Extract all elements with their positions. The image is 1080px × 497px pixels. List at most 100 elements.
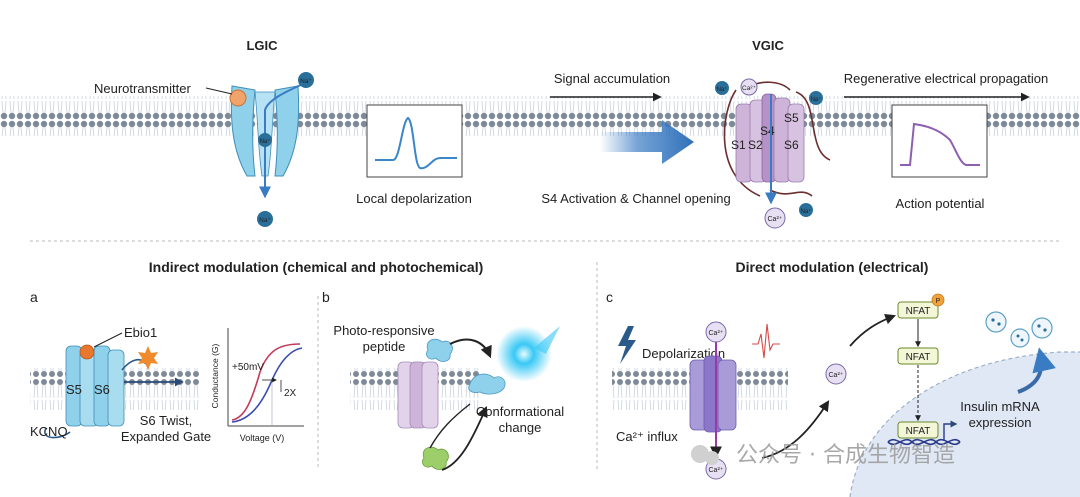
na-ion-vgic-right: Na⁺ (809, 91, 823, 105)
panel-c-letter: c (606, 289, 613, 305)
nfat-phosphorylated: NFAT (897, 301, 939, 319)
neurotransmitter-ligand (229, 89, 247, 107)
svg-text:Na⁺: Na⁺ (811, 96, 822, 103)
watermark: 公众号 · 合成生物智造 (691, 443, 955, 468)
action-potential-trace (900, 122, 980, 166)
dna-helix-icon (887, 438, 961, 446)
svg-text:Ca²⁺: Ca²⁺ (709, 330, 724, 337)
na-ion-vgic-bottom: Na⁺ (799, 203, 813, 217)
segment-s4: S4 (760, 124, 775, 138)
regenerative-label: Regenerative electrical propagation (844, 71, 1049, 86)
indirect-modulation-title: Indirect modulation (chemical and photoc… (149, 259, 484, 275)
peptide-to-light-arrow (449, 338, 492, 359)
kcnq-label: KCNQ (30, 424, 68, 439)
svg-text:Na⁺: Na⁺ (300, 78, 312, 85)
ebio1-label: Ebio1 (124, 325, 157, 340)
svg-text:Na⁺: Na⁺ (259, 217, 271, 224)
conformational-label-line1: Conformational (476, 404, 564, 419)
secretion-arrow (1017, 347, 1056, 394)
nucleus-border (849, 351, 1080, 497)
nfat-nuclear: NFAT (897, 421, 939, 439)
svg-text:Na⁺: Na⁺ (260, 138, 271, 145)
lgic-channel (230, 85, 300, 177)
changed-peptide (468, 373, 506, 395)
shift-label: +50mV (232, 362, 264, 373)
vgic-channel (723, 81, 831, 197)
ligand-blob (422, 446, 449, 470)
insulin-label-line2: expression (969, 415, 1032, 430)
lightning-icon (618, 326, 636, 364)
svg-text:Na⁺: Na⁺ (801, 208, 812, 215)
s4-activation-label: S4 Activation & Channel opening (541, 191, 730, 206)
light-glow (496, 326, 552, 382)
neurotransmitter-leader (205, 87, 233, 95)
peptide-blob (426, 338, 453, 362)
action-potential-box (891, 104, 988, 178)
conductance-ylabel: Conductance (G) (210, 343, 220, 408)
ca-ion-vgic-top: Ca²⁺ (740, 78, 758, 96)
ebio1-molecule (79, 344, 95, 360)
ca-ion-c-cytosol: Ca²⁺ (825, 363, 847, 385)
direct-modulation-title: Direct modulation (electrical) (736, 259, 929, 275)
svg-text:Ca²⁺: Ca²⁺ (829, 372, 844, 379)
na-ion-lgic-bottom: Na⁺ (257, 211, 273, 227)
insulin-granule-3 (1031, 317, 1053, 339)
transcription-arrow (943, 420, 958, 440)
fold-label: 2X (284, 388, 297, 399)
ligand-arrow (441, 406, 488, 471)
big-blue-arrow (600, 120, 694, 164)
photo-channel (397, 361, 439, 429)
voltage-xlabel: Voltage (V) (240, 433, 285, 443)
depolarization-label: Depolarization (642, 346, 725, 361)
ebio1-leader (93, 332, 123, 348)
ca-channel-c (689, 355, 737, 433)
segment-s5-kcnq: S5 (66, 382, 82, 397)
action-potential-label: Action potential (896, 196, 985, 211)
watermark-text: 公众号 · 合成生物智造 (736, 443, 955, 468)
signal-accumulation-label: Signal accumulation (554, 71, 670, 86)
s6-twist-label-line1: S6 Twist, (140, 413, 193, 428)
na-ion-lgic-top: Na⁺ (298, 72, 314, 88)
conformational-label-line2: change (499, 420, 542, 435)
svg-text:NFAT: NFAT (906, 426, 931, 437)
ebio1-star-icon (138, 346, 158, 370)
panel-a-letter: a (30, 289, 38, 305)
svg-text:Ca²⁺: Ca²⁺ (768, 216, 783, 223)
peptide-label-line1: Photo-responsive (333, 323, 434, 338)
svg-text:P: P (936, 298, 941, 305)
ligand-arrow-2 (429, 403, 471, 449)
conductance-plot (227, 328, 304, 427)
svg-text:Na⁺: Na⁺ (717, 86, 728, 93)
insulin-label-line1: Insulin mRNA (960, 399, 1040, 414)
s6-twist-label-line2: Expanded Gate (121, 429, 211, 444)
segment-s5: S5 (784, 111, 799, 125)
segment-s1: S1 (731, 138, 746, 152)
ca-ion-c-top: Ca²⁺ (705, 321, 727, 343)
ca-influx-label: Ca²⁺ influx (616, 429, 678, 444)
svg-text:Ca²⁺: Ca²⁺ (709, 467, 724, 474)
vgic-title: VGIC (752, 38, 784, 53)
lgic-title: LGIC (246, 38, 278, 53)
segment-s6-kcnq: S6 (94, 382, 110, 397)
svg-text:Ca²⁺: Ca²⁺ (742, 85, 756, 92)
nucleus (850, 352, 1080, 497)
segment-s2: S2 (748, 138, 763, 152)
svg-text:NFAT: NFAT (906, 306, 931, 317)
na-ion-vgic-left: Na⁺ (715, 81, 729, 95)
neurotransmitter-label: Neurotransmitter (94, 81, 191, 96)
nfat-active: NFAT (897, 347, 939, 365)
ecg-icon (752, 323, 780, 359)
light-ray (534, 326, 560, 354)
na-ion-lgic-mid: Na⁺ (258, 133, 272, 147)
svg-text:NFAT: NFAT (906, 352, 931, 363)
insulin-granule-2 (1010, 328, 1030, 348)
ca-to-cytosol-arrow (761, 400, 830, 459)
phosphate-icon: P (931, 293, 945, 307)
lgic-ion-flow-arrow (259, 83, 304, 199)
local-depolarization-label: Local depolarization (356, 191, 472, 206)
kcnq-channel (44, 345, 147, 439)
local-depolarization-trace (375, 116, 457, 170)
ca-ion-vgic-bottom: Ca²⁺ (764, 207, 786, 229)
